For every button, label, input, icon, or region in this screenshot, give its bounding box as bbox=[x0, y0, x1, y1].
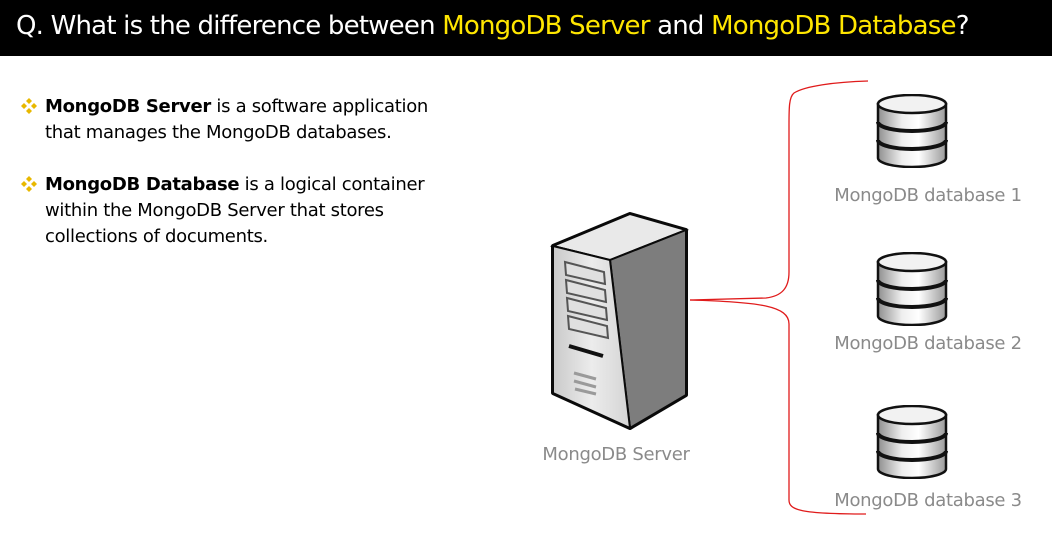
bullet-text: MongoDB Server is a software application… bbox=[45, 94, 440, 146]
database-2-icon bbox=[876, 252, 948, 326]
database-1-icon bbox=[876, 94, 948, 168]
server-icon bbox=[549, 212, 690, 430]
title-middle: and bbox=[649, 11, 712, 41]
database-3-label: MongoDB database 3 bbox=[834, 490, 1022, 511]
bullet-term: MongoDB Database bbox=[45, 174, 240, 195]
database-3-icon bbox=[876, 405, 948, 479]
bullet-list: MongoDB Server is a software application… bbox=[20, 94, 440, 276]
diamond-bullet-icon bbox=[21, 176, 37, 192]
title-term-server: MongoDB Server bbox=[442, 11, 650, 41]
title-term-database: MongoDB Database bbox=[711, 11, 956, 41]
bullet-item: MongoDB Server is a software application… bbox=[20, 94, 440, 146]
bullet-description: is a software application that manages t… bbox=[45, 96, 429, 143]
page-title: Q. What is the difference between MongoD… bbox=[16, 9, 970, 43]
server-label: MongoDB Server bbox=[542, 444, 690, 465]
bullet-text: MongoDB Database is a logical container … bbox=[45, 172, 440, 250]
title-bar: Q. What is the difference between MongoD… bbox=[0, 0, 1052, 56]
title-suffix: ? bbox=[955, 11, 970, 41]
bullet-term: MongoDB Server bbox=[45, 96, 211, 117]
database-1-label: MongoDB database 1 bbox=[834, 185, 1022, 206]
connector-bracket bbox=[689, 80, 869, 515]
bullet-description: is a logical container within the MongoD… bbox=[45, 174, 425, 247]
title-prefix: Q. What is the difference between bbox=[16, 11, 443, 41]
diamond-bullet-icon bbox=[21, 98, 37, 114]
database-2-label: MongoDB database 2 bbox=[834, 333, 1022, 354]
bullet-item: MongoDB Database is a logical container … bbox=[20, 172, 440, 250]
